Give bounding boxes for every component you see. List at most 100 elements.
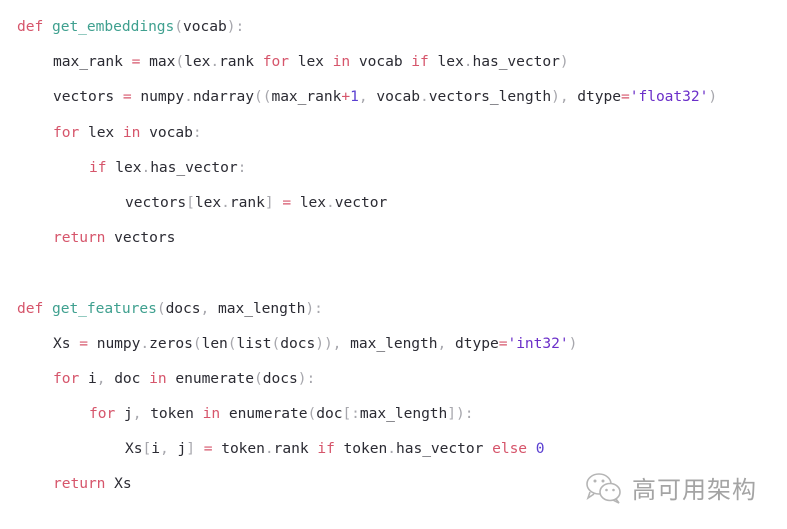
- code-token-punc: (: [174, 18, 184, 35]
- code-block: def get_embeddings(vocab):max_rank = max…: [17, 12, 717, 505]
- code-token-str: 'int32': [507, 334, 569, 352]
- code-token-plain: vector: [334, 193, 388, 211]
- code-line: vectors = numpy.ndarray((max_rank+1, voc…: [17, 82, 717, 117]
- code-token-plain: rank: [273, 440, 318, 458]
- code-token-punc: ): [559, 53, 569, 71]
- code-token-num: 1: [350, 88, 359, 106]
- code-token-plain: Xs: [125, 440, 143, 458]
- code-line: for lex in vocab:: [17, 118, 717, 153]
- code-line: for i, doc in enumerate(docs):: [17, 364, 717, 399]
- code-token-plain: vocab: [350, 53, 412, 71]
- code-token-plain: j: [168, 440, 187, 458]
- code-token-plain: dtype: [446, 334, 499, 352]
- code-line: return vectors: [17, 223, 717, 258]
- code-token-kw: else: [492, 440, 528, 458]
- code-token-punc: ,: [437, 334, 447, 352]
- watermark: 高可用架构: [584, 470, 757, 505]
- code-token-plain: [195, 440, 204, 457]
- code-line: max_rank = max(lex.rank for lex in vocab…: [17, 47, 717, 82]
- code-token-punc: (: [227, 334, 237, 352]
- code-line: Xs[i, j] = token.rank if token.has_vecto…: [17, 434, 717, 469]
- code-token-plain: has_vector: [395, 440, 493, 458]
- code-token-punc: ]):: [447, 405, 474, 423]
- code-token-op: =: [131, 53, 141, 71]
- code-token-op: =: [122, 88, 132, 106]
- code-token-plain: has_vector: [150, 158, 238, 176]
- code-token-plain: j: [115, 405, 133, 423]
- code-token-punc: ,: [159, 440, 169, 458]
- code-token-punc: ]: [186, 440, 195, 458]
- code-token-plain: token: [141, 405, 203, 423]
- code-token-plain: vectors: [53, 88, 123, 106]
- code-token-kw: return: [53, 475, 106, 493]
- code-token-plain: Xs: [105, 475, 132, 493]
- code-token-fn: get_features: [51, 299, 157, 317]
- code-token-punc: .: [264, 440, 274, 458]
- code-token-kw: for: [53, 369, 80, 387]
- code-token-op: =: [620, 88, 630, 106]
- code-token-punc: .: [420, 88, 429, 106]
- code-line: [17, 258, 717, 293]
- code-token-plain: lex: [194, 193, 222, 211]
- code-token-plain: [527, 440, 536, 457]
- code-token-plain: [43, 300, 52, 317]
- code-token-plain: vectors_length: [428, 88, 552, 106]
- code-token-punc: (: [254, 369, 263, 387]
- code-token-plain: numpy: [87, 334, 141, 352]
- code-token-punc: ,: [132, 405, 142, 423]
- code-token-plain: enumerate: [166, 369, 254, 387]
- watermark-text: 高可用架构: [632, 476, 757, 504]
- code-token-op: =: [203, 440, 213, 458]
- code-token-kw: if: [89, 158, 107, 176]
- code-token-op: +: [341, 88, 351, 106]
- code-line: Xs = numpy.zeros(len(list(docs)), max_le…: [17, 329, 717, 364]
- code-token-plain: lex: [184, 53, 211, 71]
- code-token-kw: for: [53, 123, 80, 141]
- code-token-punc: .: [140, 334, 150, 352]
- code-token-kw: in: [149, 369, 167, 387]
- code-token-plain: max_length: [341, 334, 438, 352]
- code-token-punc: .: [221, 193, 230, 211]
- code-token-plain: token: [212, 440, 265, 458]
- code-token-plain: doc: [316, 405, 343, 423]
- code-token-punc: ):: [226, 18, 245, 35]
- code-token-plain: vocab: [367, 88, 421, 106]
- code-token-punc: )),: [315, 334, 342, 352]
- code-token-punc: :: [192, 123, 202, 141]
- code-token-punc: (: [271, 334, 281, 352]
- code-token-plain: max: [140, 53, 176, 71]
- code-token-punc: ): [568, 334, 578, 352]
- code-token-plain: has_vector: [472, 53, 560, 71]
- code-token-plain: dtype: [568, 88, 621, 106]
- code-token-punc: ,: [200, 299, 210, 317]
- code-token-plain: [43, 18, 52, 35]
- code-token-punc: ,: [358, 88, 368, 106]
- code-token-plain: max_length: [209, 299, 306, 317]
- code-token-plain: max_length: [359, 405, 448, 423]
- code-token-plain: docs: [165, 299, 201, 317]
- code-token-plain: rank: [229, 193, 265, 211]
- code-token-num: 0: [535, 440, 545, 458]
- code-token-punc: ):: [305, 299, 323, 317]
- code-token-plain: vocab: [183, 18, 227, 35]
- code-token-kw: in: [122, 123, 141, 141]
- code-token-kw: if: [411, 53, 429, 71]
- code-token-kw: def: [17, 299, 44, 317]
- code-token-plain: docs: [280, 334, 316, 352]
- code-token-punc: (: [175, 53, 185, 71]
- code-token-punc: [: [186, 193, 195, 211]
- code-token-kw: def: [17, 18, 44, 35]
- code-line: for j, token in enumerate(doc[:max_lengt…: [17, 399, 717, 434]
- code-token-plain: doc: [105, 369, 150, 387]
- code-token-plain: zeros: [149, 334, 193, 352]
- code-token-str: 'float32': [629, 88, 709, 106]
- code-token-plain: docs: [262, 369, 298, 387]
- code-token-plain: numpy: [131, 88, 185, 106]
- code-token-punc: ]: [264, 193, 274, 211]
- code-line: vectors[lex.rank] = lex.vector: [17, 188, 717, 223]
- code-token-punc: .: [184, 88, 193, 106]
- code-token-punc: .: [387, 440, 396, 458]
- code-token-plain: Xs: [53, 334, 80, 352]
- code-token-kw: if: [317, 440, 335, 458]
- code-token-punc: .: [141, 158, 151, 176]
